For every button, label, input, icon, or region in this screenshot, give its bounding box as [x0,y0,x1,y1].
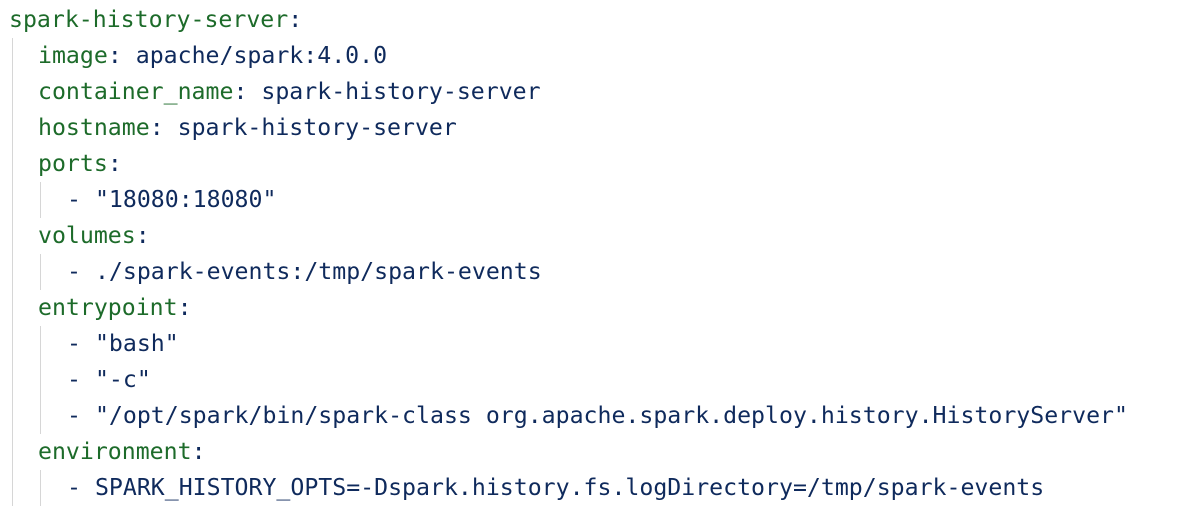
yaml-key-container-name: container_name [38,78,234,105]
yaml-value-entrypoint-1: "-c" [94,366,151,393]
yaml-dash: - [67,474,81,501]
yaml-value-image: apache/spark:4.0.0 [135,42,388,69]
indent-guide-environment [40,470,41,506]
yaml-dash: - [67,366,81,393]
yaml-colon: : [107,150,122,177]
yaml-line-root: spark-history-server: [9,2,302,38]
yaml-list-item-entrypoint-1: - "-c" [67,362,151,398]
indent-guide-volumes [40,254,41,290]
yaml-key-hostname: hostname [38,114,150,141]
yaml-list-item-entrypoint-2: - "/opt/spark/bin/spark-class org.apache… [67,398,1128,434]
yaml-key-volumes: volumes [38,222,136,249]
yaml-key-ports: ports [38,150,108,177]
yaml-line-container-name: container_name: spark-history-server [38,74,541,110]
yaml-colon: : [149,114,164,141]
indent-guide-level-1 [12,38,13,506]
yaml-line-ports: ports: [38,146,122,182]
yaml-line-entrypoint: entrypoint: [38,290,192,326]
yaml-list-item-volumes: - ./spark-events:/tmp/spark-events [67,254,542,290]
yaml-line-volumes: volumes: [38,218,150,254]
yaml-line-image: image: apache/spark:4.0.0 [38,38,387,74]
yaml-dash: - [67,402,81,429]
yaml-line-environment: environment: [38,434,206,470]
yaml-list-item-ports: - "18080:18080" [67,182,276,218]
yaml-colon: : [107,42,122,69]
yaml-list-item-entrypoint-0: - "bash" [67,326,179,362]
yaml-value-container-name: spark-history-server [261,78,541,105]
yaml-value-entrypoint-2: "/opt/spark/bin/spark-class org.apache.s… [94,402,1128,429]
yaml-value-port: "18080:18080" [94,186,277,213]
yaml-colon: : [135,222,150,249]
yaml-colon: : [191,438,206,465]
yaml-key-environment: environment [38,438,192,465]
yaml-colon: : [177,294,192,321]
yaml-dash: - [67,186,81,213]
yaml-value-entrypoint-0: "bash" [94,330,179,357]
yaml-list-item-environment: - SPARK_HISTORY_OPTS=-Dspark.history.fs.… [67,470,1044,506]
yaml-line-hostname: hostname: spark-history-server [38,110,457,146]
yaml-key-image: image [38,42,108,69]
yaml-value-environment: SPARK_HISTORY_OPTS=-Dspark.history.fs.lo… [94,474,1045,501]
indent-guide-ports [40,182,41,218]
yaml-colon: : [288,6,303,33]
yaml-value-hostname: spark-history-server [177,114,457,141]
yaml-dash: - [67,330,81,357]
yaml-dash: - [67,258,81,285]
yaml-value-volume: ./spark-events:/tmp/spark-events [94,258,542,285]
indent-guide-entrypoint [40,326,41,434]
yaml-key-entrypoint: entrypoint [38,294,178,321]
yaml-key-root: spark-history-server [9,6,289,33]
yaml-colon: : [233,78,248,105]
